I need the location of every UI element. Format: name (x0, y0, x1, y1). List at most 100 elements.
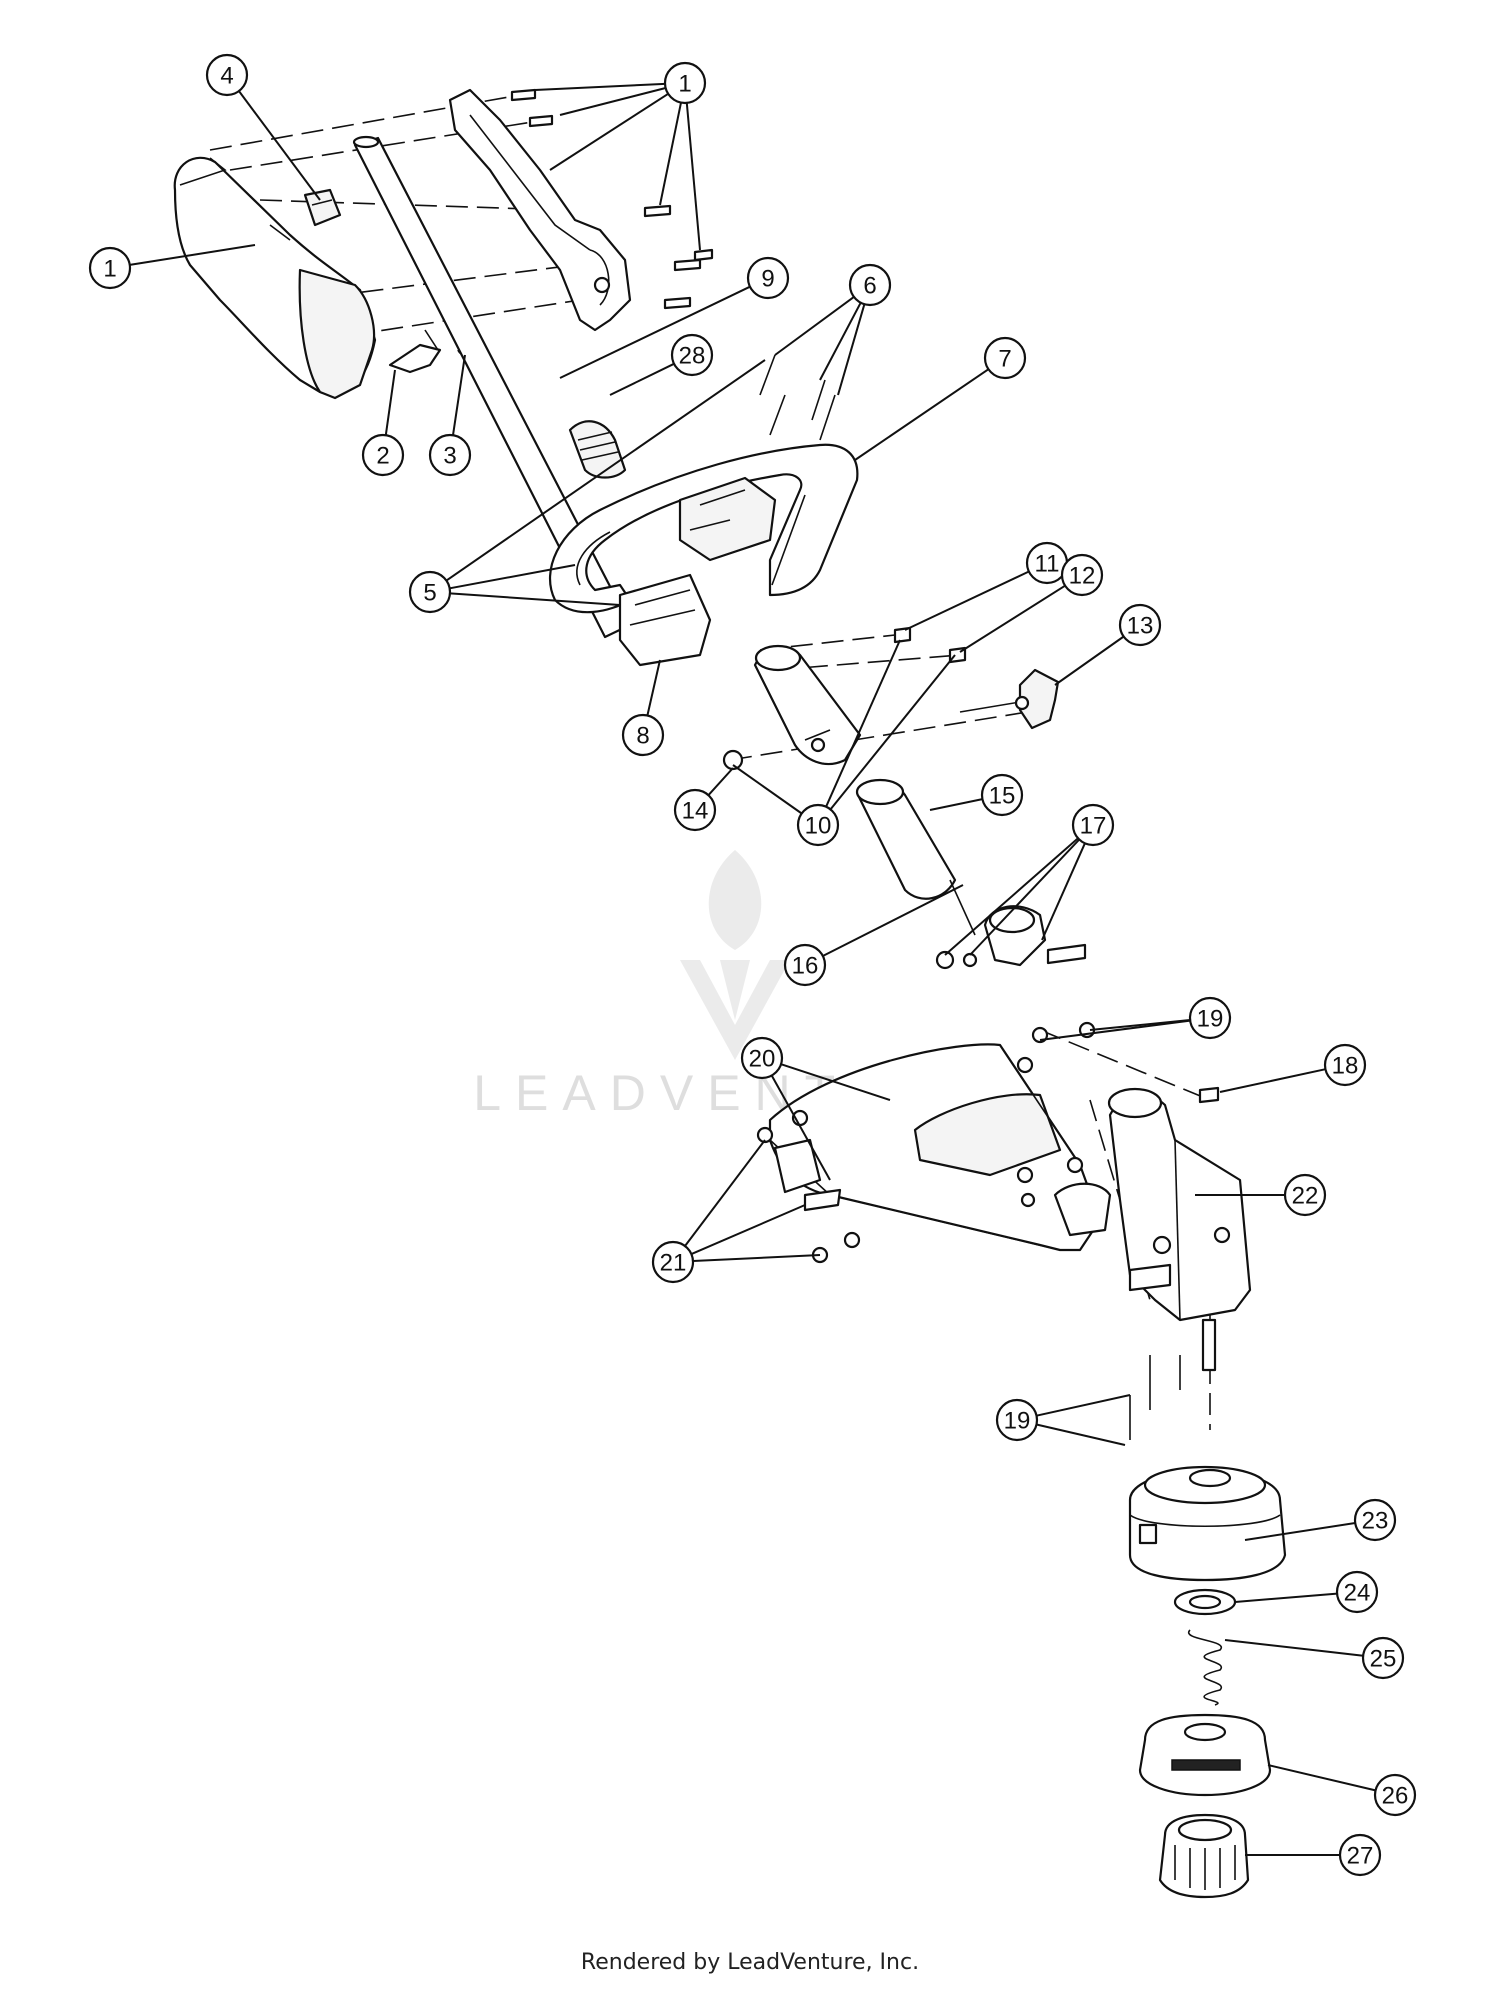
callout-label: 18 (1332, 1053, 1359, 1080)
callout-22: 22 (1283, 1173, 1327, 1217)
callout-circle (663, 61, 707, 105)
leader-line-28 (609, 362, 675, 396)
callout-label: 11 (1035, 551, 1060, 578)
leader-line-26 (1267, 1764, 1376, 1792)
leader-line-20 (770, 1075, 831, 1181)
callout-17: 17 (1071, 803, 1115, 847)
callout-label: 27 (1347, 1843, 1374, 1870)
callout-circle (673, 788, 717, 832)
spring (568, 420, 627, 479)
callout-13: 13 (1118, 603, 1162, 647)
callout-10: 10 (796, 803, 840, 847)
coupler (753, 644, 862, 766)
leader-line-3 (452, 354, 466, 436)
leader-line-11 (904, 570, 1030, 631)
callout-label: 23 (1362, 1508, 1389, 1535)
callout-label: 1 (103, 256, 116, 283)
callout-circle (1335, 1570, 1379, 1614)
callout-19: 19 (995, 1398, 1039, 1442)
callout-6: 6 (848, 263, 892, 307)
leader-line-17 (969, 838, 1081, 956)
callout-circle (670, 333, 714, 377)
callout-circle (88, 246, 132, 290)
callout-circle (428, 433, 472, 477)
callout-label: 1 (678, 71, 691, 98)
leader-line-9 (559, 285, 751, 379)
callout-circle (1071, 803, 1115, 847)
leader-line-10 (732, 764, 803, 815)
leader-line-13 (1054, 635, 1125, 686)
bail-handle (548, 443, 859, 614)
leader-line-6 (819, 302, 862, 381)
callout-27: 27 (1338, 1833, 1382, 1877)
leader-line-24 (1234, 1592, 1338, 1603)
callout-circle (796, 803, 840, 847)
callout-21: 21 (651, 1240, 695, 1284)
callout-label: 7 (998, 346, 1011, 373)
leader-line-2 (384, 369, 396, 436)
callout-14: 14 (673, 788, 717, 832)
callout-circle (1283, 1173, 1327, 1217)
handle-housing-right (448, 88, 632, 332)
callout-3: 3 (428, 433, 472, 477)
callout-label: 24 (1344, 1580, 1371, 1607)
handle-clamp-upper (678, 476, 777, 562)
washer (1173, 1588, 1237, 1616)
leader-line-1 (534, 82, 666, 91)
leader-line-12 (959, 584, 1066, 653)
callout-label: 22 (1292, 1183, 1319, 1210)
callout-circle (1373, 1773, 1417, 1817)
handle-screws (510, 88, 714, 310)
callout-circle (621, 713, 665, 757)
callout-circle (1353, 1498, 1397, 1542)
line-cutter (756, 1109, 861, 1264)
leader-line-21 (691, 1204, 806, 1256)
switch (303, 188, 342, 227)
watermark-v-icon (680, 960, 790, 1060)
leader-line-17 (944, 837, 1079, 956)
knob (959, 668, 1060, 730)
leader-line-25 (1224, 1639, 1364, 1657)
leader-line-21 (692, 1254, 821, 1262)
leader-line-4 (238, 90, 321, 201)
callout-18: 18 (1323, 1043, 1367, 1087)
callout-15: 15 (980, 773, 1024, 817)
callout-circle (1060, 553, 1104, 597)
callout-circle (848, 263, 892, 307)
callout-26: 26 (1373, 1773, 1417, 1817)
guard (768, 1043, 1112, 1252)
leader-line-1 (549, 92, 669, 171)
spool (1138, 1713, 1272, 1797)
callout-label: 19 (1004, 1408, 1031, 1435)
callout-circle (1323, 1043, 1367, 1087)
callout-circle (205, 53, 249, 97)
leader-line-1 (559, 87, 666, 116)
callout-circle (1338, 1833, 1382, 1877)
leader-line-23 (1244, 1522, 1356, 1541)
callout-label: 2 (376, 443, 389, 470)
shaft (352, 135, 651, 639)
callout-19: 19 (1188, 996, 1232, 1040)
footer-text: Rendered by LeadVenture, Inc. (580, 1950, 920, 1975)
callout-circle (995, 1398, 1039, 1442)
callout-circle (361, 433, 405, 477)
callout-8: 8 (621, 713, 665, 757)
callout-label: 3 (443, 443, 456, 470)
callout-circle (740, 1036, 784, 1080)
handle-housing-left (173, 156, 377, 400)
spool-housing (1128, 1465, 1287, 1582)
callout-20: 20 (740, 1036, 784, 1080)
leader-line-20 (780, 1063, 891, 1101)
leader-line-19 (1089, 1019, 1191, 1031)
callout-label: 26 (1382, 1783, 1409, 1810)
callout-circle (1361, 1636, 1405, 1680)
callout-circle (746, 256, 790, 300)
leader-line-1 (129, 244, 256, 266)
leader-line-5 (449, 564, 576, 590)
callout-label: 5 (423, 580, 436, 607)
callout-circle (783, 943, 827, 987)
callout-label: 10 (805, 813, 832, 840)
leader-line-16 (822, 884, 964, 957)
leader-line-19 (1036, 1423, 1126, 1446)
callout-2: 2 (361, 433, 405, 477)
